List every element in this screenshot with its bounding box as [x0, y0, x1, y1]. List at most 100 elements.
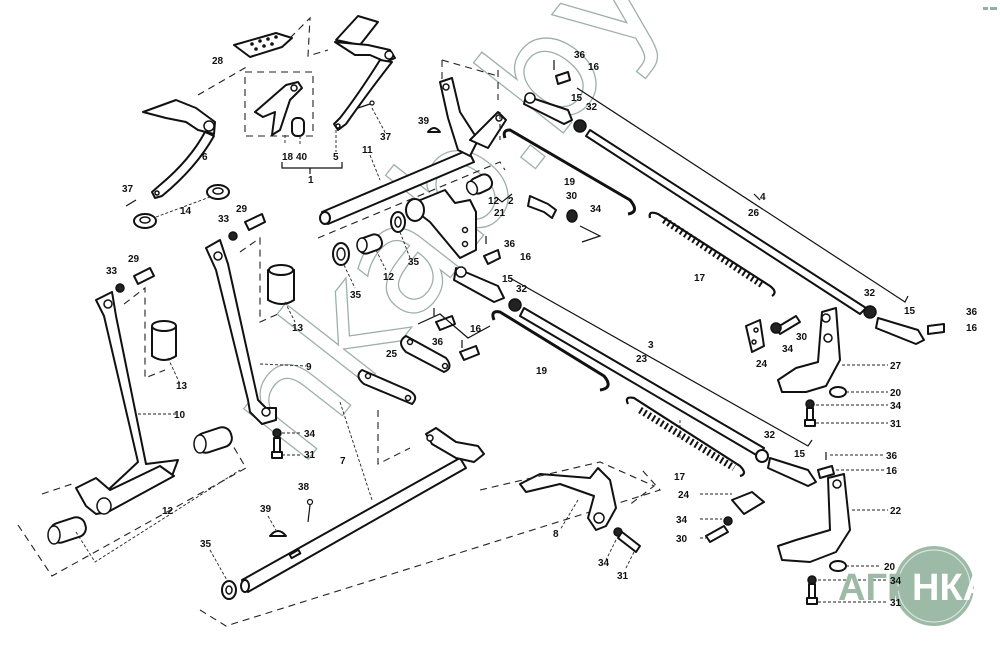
pin-38	[306, 498, 314, 523]
washer-35a	[390, 211, 406, 233]
key-39b	[269, 530, 287, 537]
agronka-logo: АГРО НКА	[838, 546, 990, 626]
callout-7: 7	[340, 456, 346, 467]
callout-1: 1	[308, 175, 314, 186]
callout-35-mid: 35	[408, 257, 420, 268]
pin-16b	[927, 323, 945, 335]
bolt-30c	[705, 516, 733, 543]
callout-15-lower: 15	[794, 449, 806, 460]
clevis-15a	[523, 92, 573, 125]
nut-33a	[228, 231, 238, 241]
callout-34-bottom-mid: 34	[676, 515, 688, 526]
callout-34-right: 34	[782, 344, 794, 355]
callout-40: 40	[296, 152, 308, 163]
nut-32b	[863, 305, 877, 319]
bushing-12c	[193, 426, 233, 454]
callout-37-right: 37	[380, 132, 392, 143]
callout-12-bottom: 12	[162, 506, 174, 517]
lever-27	[777, 307, 841, 393]
hook-rod-19b	[491, 310, 610, 392]
callout-31-bottom-right: 31	[890, 598, 902, 609]
pin-16c	[435, 315, 456, 331]
callout-9: 9	[306, 362, 312, 373]
callout-4: 4	[760, 192, 766, 203]
rod-26	[585, 129, 867, 315]
callout-39-top: 39	[418, 116, 430, 127]
rod-23	[519, 307, 765, 457]
pedal-arm-5	[333, 15, 396, 131]
plate-24b	[731, 491, 765, 515]
callout-34-bottom-right: 34	[890, 576, 902, 587]
bushing-12d	[47, 516, 87, 545]
callout-3: 3	[648, 340, 654, 351]
callout-16-mid: 16	[520, 252, 532, 263]
callout-36-top: 36	[574, 50, 586, 61]
callout-labels: 28 6 18 40 5 1 37 37 14 39 11 12 2 21 35…	[106, 50, 978, 609]
nut-32a	[573, 119, 587, 133]
spring-17b	[625, 396, 746, 478]
callout-17-top: 17	[694, 273, 706, 284]
callout-22: 22	[890, 506, 902, 517]
callout-36-mid: 36	[504, 239, 516, 250]
washer-14b	[133, 213, 157, 229]
washer-14a	[206, 184, 230, 200]
split-pin-37a	[357, 100, 375, 109]
bushing-12b	[356, 233, 384, 255]
pedal-pad-28	[233, 32, 293, 58]
callout-29-top: 29	[236, 204, 248, 215]
spring-17a	[648, 211, 776, 297]
callout-12-mid: 12	[383, 272, 395, 283]
link-25a	[357, 369, 417, 405]
callout-34-left: 34	[304, 429, 316, 440]
callout-30-right: 30	[796, 332, 808, 343]
bushing-12a	[465, 173, 494, 196]
callout-26: 26	[748, 208, 760, 219]
pedal-base-10	[75, 465, 175, 515]
callout-11: 11	[362, 145, 373, 156]
shaft-11	[319, 77, 507, 225]
callout-10: 10	[174, 410, 186, 421]
washer-35c	[221, 580, 237, 600]
clevis-15c	[453, 266, 505, 303]
callout-24-bottom: 24	[678, 490, 690, 501]
plate-24a	[745, 319, 765, 353]
callout-12-top: 12	[488, 196, 500, 207]
washer-34b	[566, 209, 578, 223]
callout-16-lower: 16	[886, 466, 898, 477]
callout-19-top: 19	[564, 177, 576, 188]
arm-9	[205, 239, 277, 425]
pedal-arm-6	[142, 99, 216, 199]
key-39a	[427, 127, 441, 133]
link-25b	[400, 335, 451, 373]
callout-6: 6	[202, 152, 208, 163]
logo-circle	[894, 546, 974, 626]
lever-22	[777, 473, 851, 563]
clevis-15b	[875, 317, 925, 345]
callout-16-right: 16	[966, 323, 978, 334]
callout-37-left: 37	[122, 184, 134, 195]
callout-39-bottom: 39	[260, 504, 272, 515]
callout-14: 14	[180, 206, 192, 217]
callout-2: 2	[508, 196, 514, 207]
bolt-30a	[527, 195, 557, 219]
callout-38: 38	[298, 482, 310, 493]
callout-32-lower: 32	[764, 430, 776, 441]
callout-33-left: 33	[106, 266, 118, 277]
callout-17-bottom: 17	[674, 472, 686, 483]
washer-34c	[770, 322, 782, 334]
clevis-15d	[767, 457, 817, 487]
lever-8	[519, 467, 617, 531]
callout-36-lower: 36	[886, 451, 898, 462]
callout-34-upper-right: 34	[890, 401, 902, 412]
nut-32c	[508, 298, 522, 312]
callout-36-right: 36	[966, 307, 978, 318]
nut-32d	[755, 449, 769, 463]
callout-13-right: 13	[292, 323, 304, 334]
washer-35b	[332, 242, 350, 266]
callout-16-link: 16	[470, 324, 482, 335]
logo-left-text: АГРО	[838, 567, 941, 609]
callout-16-top: 16	[588, 62, 600, 73]
shaft-7	[240, 427, 485, 593]
pin-16a	[555, 71, 571, 85]
